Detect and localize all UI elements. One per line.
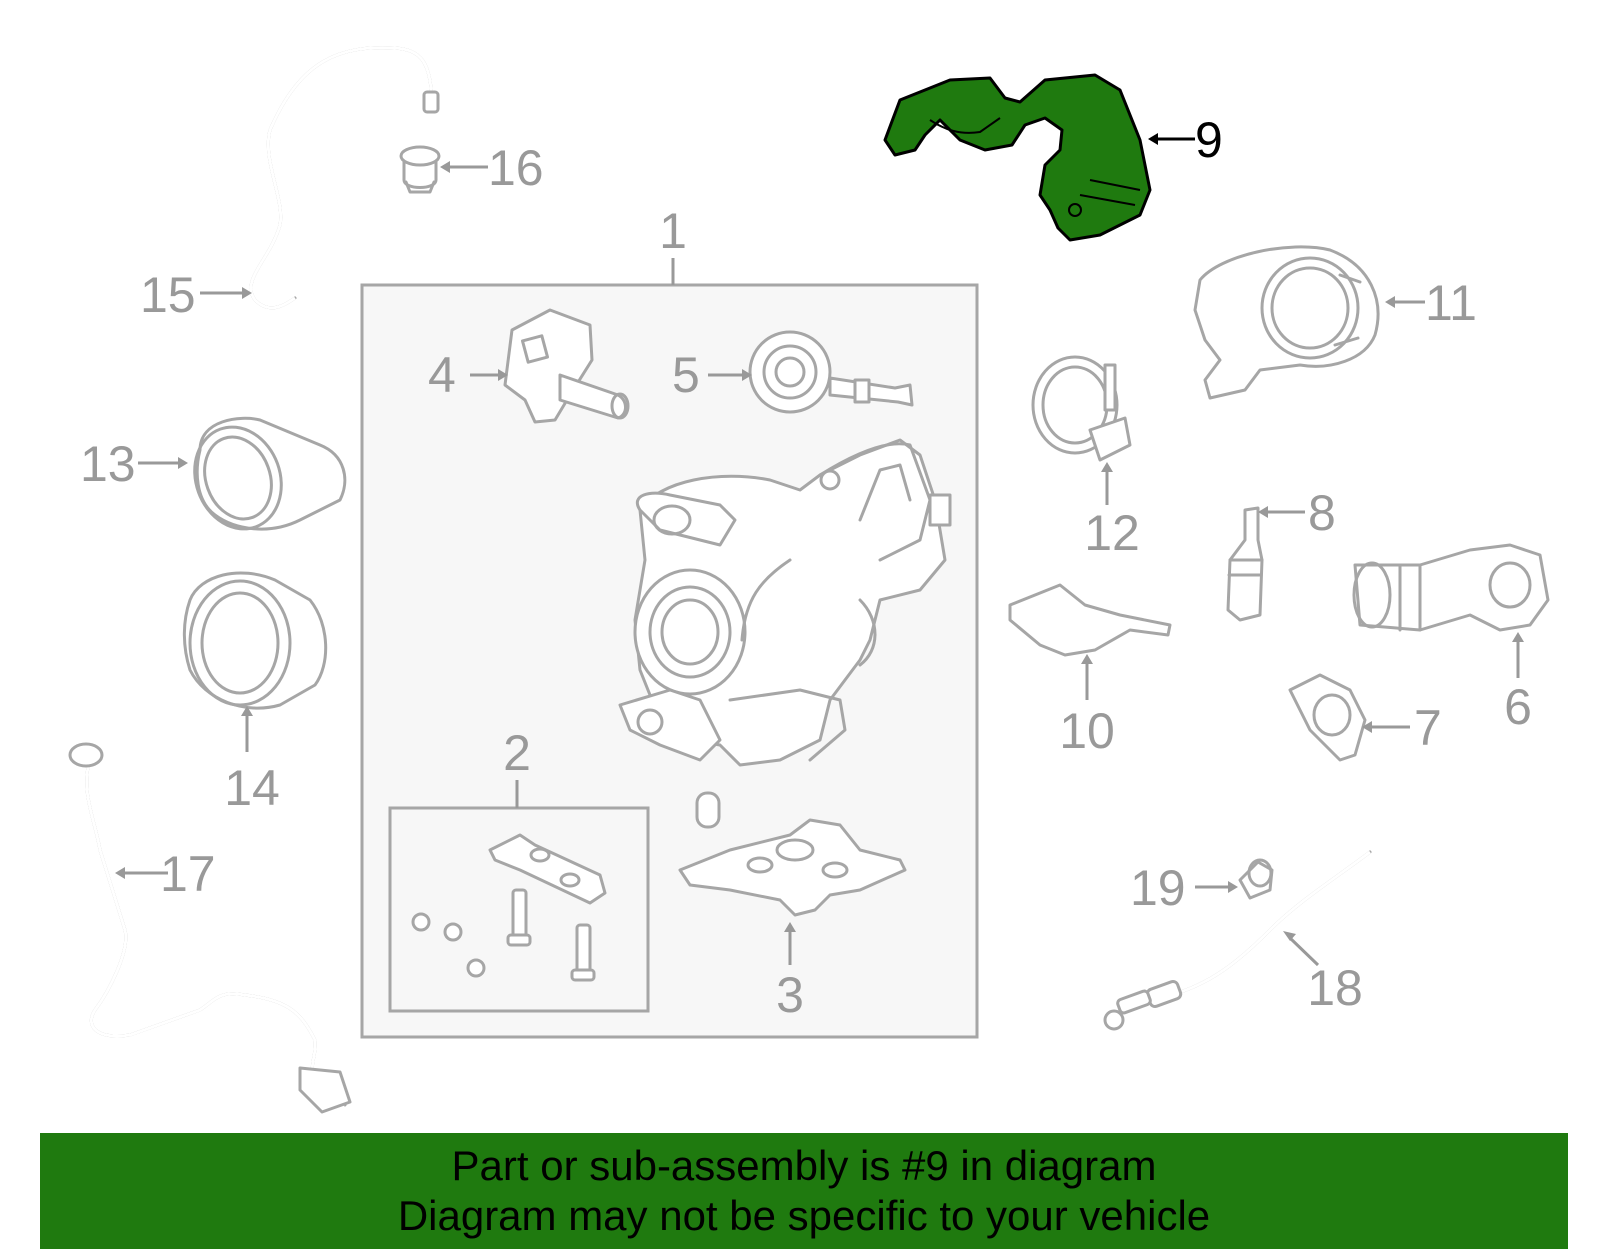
callout-13: 13 (80, 436, 136, 492)
callout-12: 12 (1084, 505, 1140, 561)
part-14-coupler (182, 571, 328, 710)
banner-line-part: Part or sub-assembly is #9 in diagram (451, 1142, 1157, 1189)
part-16-cap (399, 145, 441, 194)
part-12-clamp (1031, 355, 1132, 462)
banner-line-disclaimer: Diagram may not be specific to your vehi… (397, 1192, 1211, 1239)
part-dowel (695, 791, 721, 829)
part-13-coupler (193, 416, 347, 531)
part-6-outlet (1352, 543, 1550, 632)
callout-2: 2 (503, 725, 531, 781)
part-17-tube (68, 742, 352, 1114)
part-10-shield (1008, 583, 1172, 657)
callout-4: 4 (428, 347, 456, 403)
callout-15: 15 (140, 267, 196, 323)
callout-16: 16 (488, 140, 544, 196)
callout-18: 18 (1307, 960, 1363, 1016)
part-19-plug (1238, 858, 1274, 900)
callout-9: 9 (1195, 112, 1223, 168)
callout-6: 6 (1504, 679, 1532, 735)
part-3-gasket (678, 818, 907, 917)
part-11-housing (1193, 245, 1380, 400)
callout-3: 3 (776, 967, 804, 1023)
callout-8: 8 (1308, 485, 1336, 541)
part-4-sensor (503, 308, 630, 424)
part-18-sensor-lead (1103, 850, 1372, 1031)
part-5-actuator (748, 330, 914, 414)
part-9-heat-shield (883, 73, 1152, 242)
callout-5: 5 (672, 347, 700, 403)
turbocharger-illustration (618, 438, 952, 767)
callout-19: 19 (1130, 860, 1186, 916)
part-8-sensor (1226, 506, 1264, 622)
callout-7: 7 (1414, 700, 1442, 756)
callout-11: 11 (1425, 275, 1477, 331)
callout-1: 1 (659, 203, 687, 259)
part-2-gasket-kit (411, 833, 607, 982)
part-7-gasket (1288, 673, 1367, 762)
part-15-hose (249, 46, 440, 310)
callout-17: 17 (160, 846, 216, 902)
callout-14: 14 (224, 760, 280, 816)
callout-10: 10 (1059, 703, 1115, 759)
info-banner: Part or sub-assembly is #9 in diagram Di… (40, 1133, 1568, 1249)
